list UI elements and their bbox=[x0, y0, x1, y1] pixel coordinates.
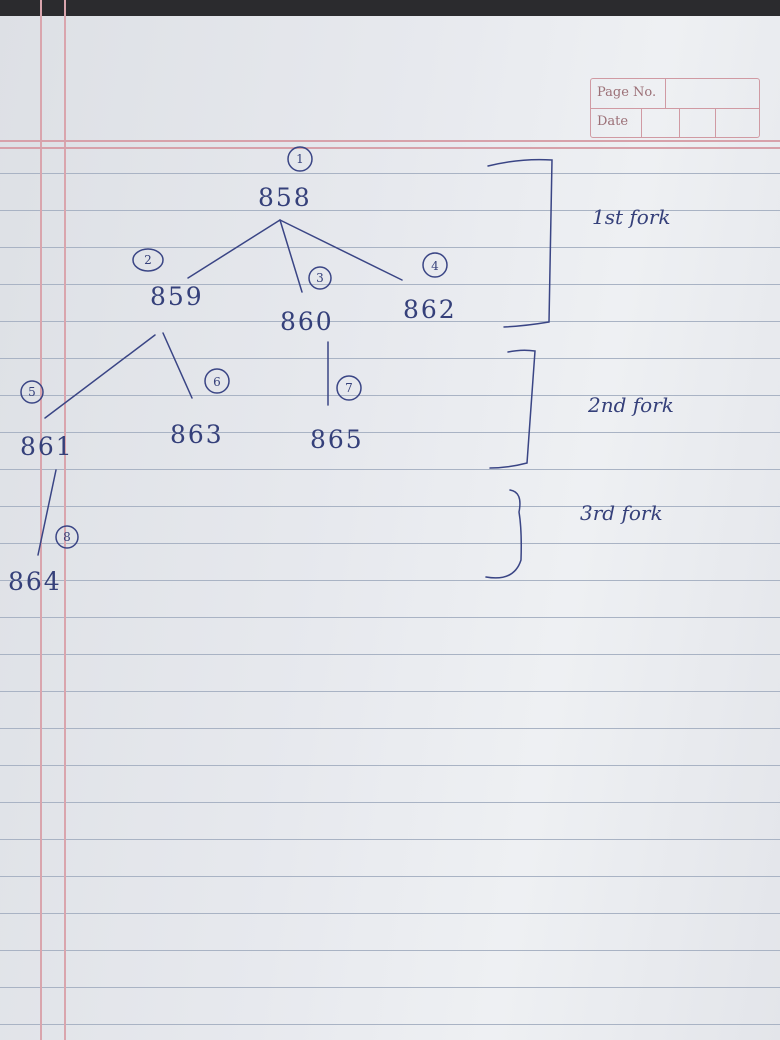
ruled-line bbox=[0, 765, 780, 766]
edge-861-864 bbox=[37, 469, 57, 556]
pid-861: 861 bbox=[20, 432, 74, 461]
pid-865: 865 bbox=[310, 425, 364, 454]
ruled-line bbox=[0, 617, 780, 618]
ruled-line bbox=[0, 913, 780, 914]
ruled-line bbox=[0, 691, 780, 692]
ruled-line bbox=[0, 247, 780, 248]
ruled-line bbox=[0, 950, 780, 951]
step-number: 5 bbox=[28, 385, 36, 399]
date-row: Date bbox=[591, 108, 759, 137]
second-fork-label: 2nd fork bbox=[587, 393, 674, 417]
page-no-divider bbox=[665, 79, 666, 108]
date-label: Date bbox=[597, 114, 629, 129]
second-fork-bracket bbox=[489, 349, 536, 469]
step-circle bbox=[422, 252, 448, 278]
ruled-line bbox=[0, 839, 780, 840]
ruled-line bbox=[0, 395, 780, 396]
step-circle bbox=[204, 368, 230, 394]
page-no-label: Page No. bbox=[597, 85, 657, 100]
ruled-line bbox=[0, 358, 780, 359]
ruled-line bbox=[0, 543, 780, 544]
ruled-line bbox=[0, 1024, 780, 1025]
ruled-line bbox=[0, 876, 780, 877]
dark-edge bbox=[0, 0, 780, 16]
ruled-line bbox=[0, 210, 780, 211]
step-circle bbox=[55, 525, 79, 549]
ruled-line bbox=[0, 173, 780, 174]
step-number: 3 bbox=[316, 271, 324, 285]
step-circle bbox=[132, 248, 164, 272]
step-number: 6 bbox=[213, 375, 221, 389]
edge-858-862 bbox=[279, 219, 403, 281]
page-no-row: Page No. bbox=[591, 79, 759, 109]
ruled-line bbox=[0, 728, 780, 729]
page-date-box: Page No. Date bbox=[590, 78, 760, 138]
date-divider bbox=[641, 108, 642, 137]
first-fork-label: 1st fork bbox=[592, 205, 671, 229]
edge-859-861 bbox=[44, 334, 156, 419]
header-rule bbox=[0, 140, 780, 142]
ruled-line bbox=[0, 469, 780, 470]
ruled-line bbox=[0, 987, 780, 988]
edge-858-860 bbox=[279, 219, 303, 293]
pid-858: 858 bbox=[258, 183, 312, 212]
edge-859-863 bbox=[162, 332, 193, 399]
ruled-line bbox=[0, 802, 780, 803]
pid-864: 864 bbox=[8, 567, 62, 596]
step-number: 1 bbox=[296, 152, 304, 166]
header-rule-second bbox=[0, 147, 780, 149]
step-number: 4 bbox=[431, 259, 439, 273]
left-margin-line-inner bbox=[64, 0, 66, 1040]
ruled-line bbox=[0, 321, 780, 322]
third-fork-bracket bbox=[485, 489, 522, 579]
step-number: 8 bbox=[63, 530, 71, 544]
date-divider bbox=[679, 108, 680, 137]
step-circle bbox=[287, 146, 313, 172]
ruled-line bbox=[0, 654, 780, 655]
pid-860: 860 bbox=[280, 307, 334, 336]
ruled-line bbox=[0, 284, 780, 285]
ruled-line bbox=[0, 432, 780, 433]
pid-862: 862 bbox=[403, 295, 457, 324]
first-fork-bracket bbox=[487, 158, 553, 328]
date-divider bbox=[715, 108, 716, 137]
step-number: 7 bbox=[345, 381, 353, 395]
ruled-line bbox=[0, 506, 780, 507]
third-fork-label: 3rd fork bbox=[580, 501, 663, 525]
pid-863: 863 bbox=[170, 420, 224, 449]
edge-858-859 bbox=[187, 219, 281, 279]
step-circle bbox=[308, 266, 332, 290]
left-margin-line bbox=[40, 0, 42, 1040]
pid-859: 859 bbox=[150, 282, 204, 311]
step-circle bbox=[20, 380, 44, 404]
ruled-line bbox=[0, 580, 780, 581]
step-circle bbox=[336, 375, 362, 401]
step-number: 2 bbox=[144, 253, 152, 267]
